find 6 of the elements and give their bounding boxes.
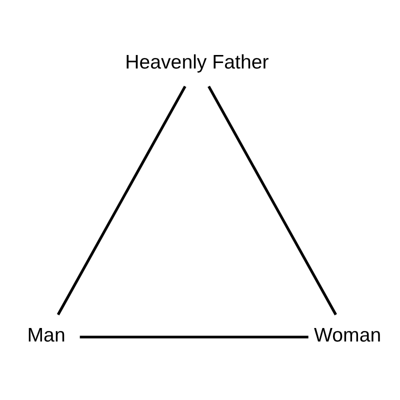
node-text: Man <box>27 324 66 346</box>
node-text: Heavenly Father <box>125 51 269 74</box>
connector <box>208 85 337 315</box>
connector <box>80 335 308 338</box>
node-text: Woman <box>314 324 382 346</box>
connector <box>56 85 186 315</box>
